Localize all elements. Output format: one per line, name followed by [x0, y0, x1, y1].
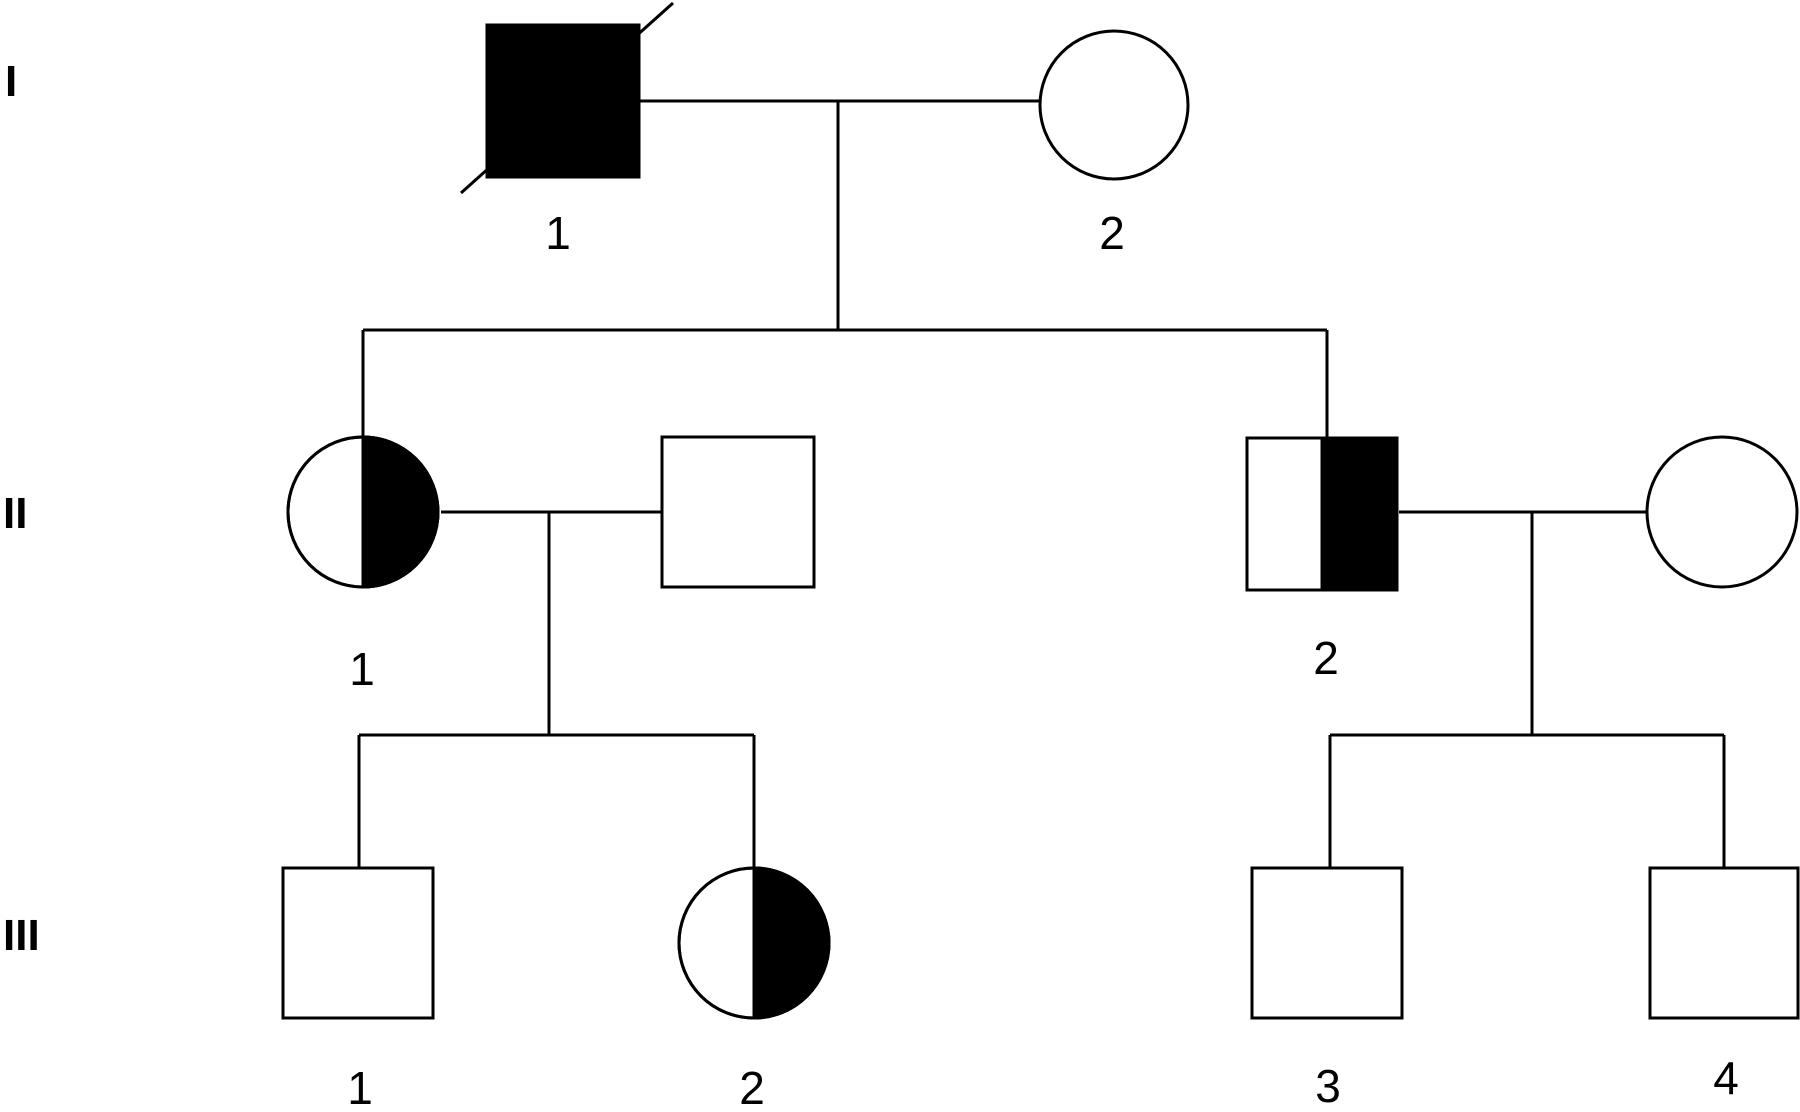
individual-II-2: 2 — [1245, 436, 1399, 684]
individual-I-1: 1 — [459, 1, 675, 259]
individual-number: 1 — [347, 1062, 373, 1112]
individual-II-spouse-left — [660, 435, 816, 589]
individual-number: 3 — [1315, 1060, 1341, 1112]
unaffected-male-square — [281, 866, 435, 1020]
half-filled-right — [752, 866, 831, 1020]
generation-label-I: I — [5, 57, 17, 106]
generation-label-III: III — [3, 911, 40, 960]
individual-II-spouse-right — [1645, 435, 1799, 589]
individual-III-2: 2 — [677, 866, 831, 1112]
unaffected-male-square — [1250, 866, 1404, 1020]
generation-label-II: II — [3, 489, 27, 538]
individual-III-3: 3 — [1250, 866, 1404, 1112]
individual-III-1: 1 — [281, 866, 435, 1112]
individual-number: 4 — [1713, 1052, 1739, 1104]
individual-I-2: 2 — [1038, 29, 1190, 259]
circle-outline — [286, 435, 440, 589]
individual-number: 1 — [545, 207, 571, 259]
individual-number: 2 — [1313, 632, 1339, 684]
individual-number: 2 — [1099, 207, 1125, 259]
pedigree-lines — [357, 99, 1726, 868]
individual-II-1: 1 — [286, 435, 440, 695]
unaffected-female-circle — [1645, 435, 1799, 589]
half-filled-right — [1320, 436, 1399, 592]
individual-III-4: 4 — [1648, 866, 1800, 1104]
individual-number: 2 — [739, 1062, 765, 1112]
unaffected-male-square — [660, 435, 816, 589]
unaffected-female-circle — [1038, 29, 1190, 181]
individual-number: 1 — [349, 643, 375, 695]
circle-outline — [677, 866, 831, 1020]
unaffected-male-square — [1648, 866, 1800, 1020]
deceased-slash — [459, 1, 675, 195]
half-filled-right — [361, 435, 440, 589]
